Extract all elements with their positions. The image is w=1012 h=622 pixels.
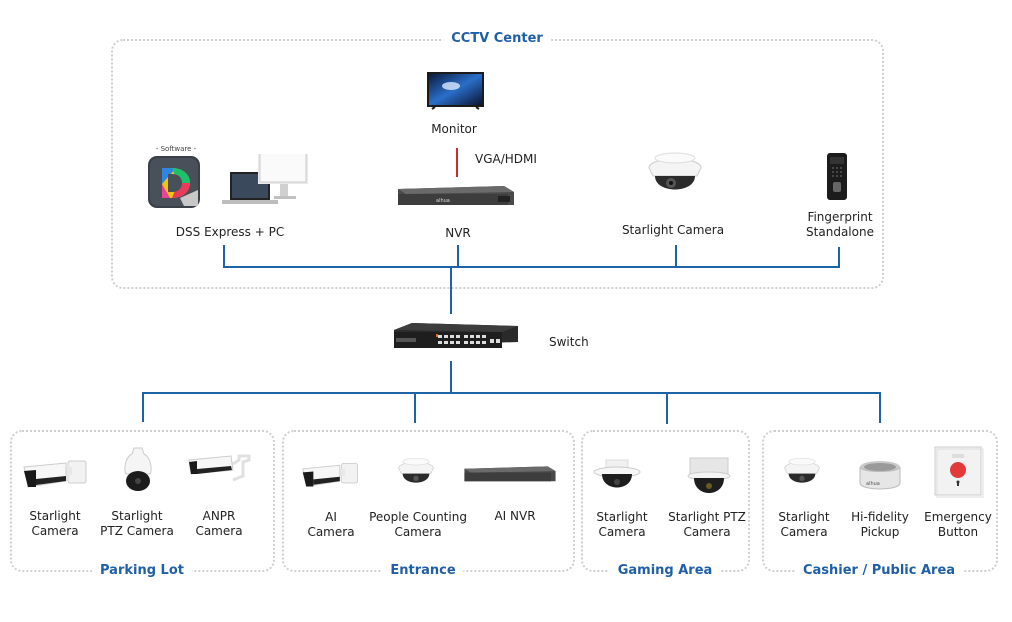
- device-label: AI Camera: [307, 510, 354, 540]
- device-label-line1: ANPR: [202, 509, 236, 523]
- software-label: DSS Express + PC: [175, 225, 285, 239]
- connector: [457, 245, 459, 267]
- device-label-line1: Starlight: [778, 510, 830, 524]
- device-label-line2: Camera: [195, 524, 243, 538]
- zone-title: Gaming Area: [609, 563, 721, 578]
- vga-hdmi-link: [456, 148, 458, 177]
- device-label: Starlight Camera: [778, 510, 829, 540]
- emergency-button-icon: [934, 446, 984, 498]
- connector: [414, 392, 416, 423]
- device-label-line2: Camera: [683, 525, 731, 539]
- device-label-line1: Starlight: [111, 509, 163, 523]
- monitor-icon: [427, 72, 484, 110]
- device-label: Starlight Camera: [29, 509, 80, 539]
- ceiling-ptz-camera-icon: [687, 457, 731, 493]
- anpr-camera-icon: [188, 454, 251, 482]
- fingerprint-label: Fingerprint Standalone: [806, 210, 874, 240]
- dome-camera-icon: [784, 457, 820, 483]
- zone-entrance: [282, 430, 575, 572]
- device-label-line1: AI NVR: [494, 509, 536, 523]
- cctv-center-title: CCTV Center: [443, 31, 551, 46]
- device-label-line1: Emergency: [924, 510, 992, 524]
- dss-express-pc-icon: [148, 154, 308, 208]
- zone-title: Parking Lot: [92, 563, 192, 578]
- zone-title: Cashier / Public Area: [794, 563, 964, 578]
- software-badge: - Software -: [155, 145, 197, 153]
- connector: [675, 245, 677, 267]
- connector: [223, 266, 840, 268]
- fingerprint-terminal-icon: [827, 153, 847, 200]
- dome-camera-icon: [648, 152, 702, 190]
- nvr-icon: alhua: [398, 186, 514, 205]
- monitor-label: Monitor: [431, 122, 477, 136]
- device-label-line2: PTZ Camera: [100, 524, 174, 538]
- microphone-pickup-icon: alhua: [859, 461, 901, 490]
- switch-label: Switch: [549, 335, 589, 349]
- starlight-camera-label: Starlight Camera: [621, 223, 725, 237]
- device-label: ANPR Camera: [195, 509, 242, 539]
- nvr-icon: [464, 466, 556, 482]
- device-label: People Counting Camera: [369, 510, 467, 540]
- fingerprint-label-line1: Fingerprint: [807, 210, 873, 224]
- device-label-line1: Starlight: [596, 510, 648, 524]
- device-label-line1: Starlight PTZ: [668, 510, 746, 524]
- zone-title: Entrance: [382, 563, 464, 578]
- device-label: Starlight Camera: [596, 510, 647, 540]
- vga-hdmi-label: VGA/HDMI: [475, 152, 537, 166]
- device-label: Emergency Button: [924, 510, 992, 540]
- nvr-label: NVR: [445, 226, 471, 240]
- fingerprint-label-line2: Standalone: [806, 225, 874, 239]
- device-label: Starlight PTZ Camera: [100, 509, 174, 539]
- device-label-line1: Hi-fidelity: [851, 510, 909, 524]
- device-label-line1: Starlight: [29, 509, 81, 523]
- connector: [142, 392, 144, 422]
- connector: [142, 392, 881, 394]
- device-label-line2: Pickup: [860, 525, 900, 539]
- bullet-camera-icon: [302, 463, 358, 487]
- device-label-line1: People Counting: [369, 510, 467, 524]
- device-label: Starlight PTZ Camera: [668, 510, 746, 540]
- connector: [838, 247, 840, 267]
- svg-text:alhua: alhua: [436, 198, 450, 204]
- device-label-line2: Camera: [394, 525, 442, 539]
- device-label-line2: Camera: [598, 525, 646, 539]
- connector: [666, 392, 668, 424]
- device-label: Hi-fidelity Pickup: [851, 510, 909, 540]
- connector: [450, 266, 452, 314]
- svg-text:alhua: alhua: [866, 481, 880, 487]
- dome-camera-icon: [398, 457, 434, 483]
- network-switch-icon: [394, 323, 518, 348]
- device-label-line2: Camera: [780, 525, 828, 539]
- device-label-line1: AI: [325, 510, 337, 524]
- connector: [223, 245, 225, 267]
- connector: [879, 392, 881, 423]
- ceiling-dome-camera-icon: [593, 459, 641, 488]
- device-label-line2: Camera: [307, 525, 355, 539]
- bullet-camera-icon: [23, 460, 87, 488]
- device-label: AI NVR: [494, 509, 535, 524]
- device-label-line2: Camera: [31, 524, 79, 538]
- ptz-camera-icon: [124, 447, 152, 491]
- device-label-line2: Button: [937, 525, 979, 539]
- connector: [450, 361, 452, 393]
